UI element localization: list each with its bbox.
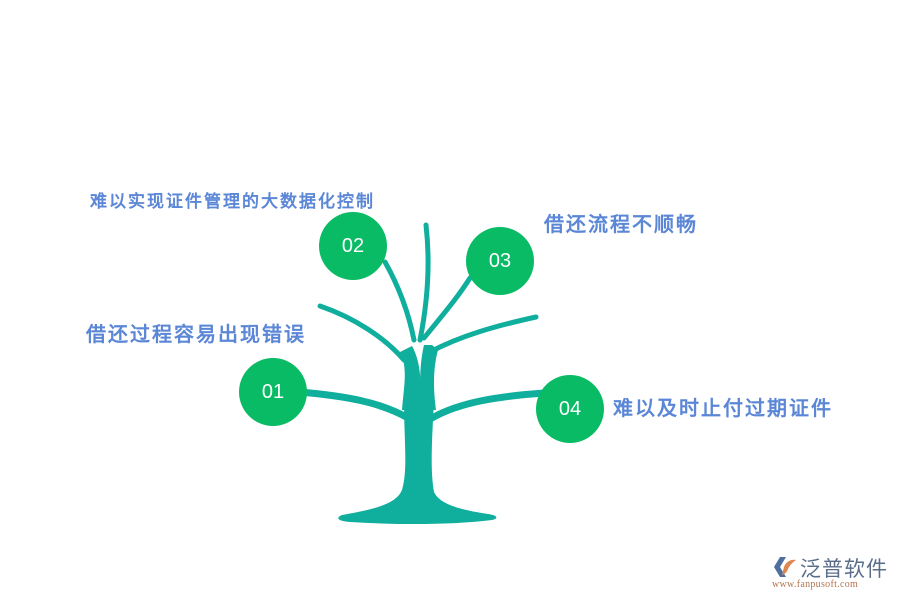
- logo-mark-icon: [774, 557, 796, 577]
- node-01-label: 借还过程容易出现错误: [86, 322, 306, 346]
- logo-name: 泛普软件: [800, 557, 888, 581]
- logo-url: www.fanpusoft.com: [772, 579, 859, 590]
- node-01-circle: 01: [239, 358, 307, 426]
- node-03-label: 借还流程不顺畅: [544, 212, 698, 236]
- node-02-number: 02: [341, 234, 365, 257]
- node-04-label: 难以及时止付过期证件: [613, 396, 833, 420]
- node-02-label: 难以实现证件管理的大数据化控制: [90, 192, 375, 212]
- fanpu-logo: 泛普软件 www.fanpusoft.com: [770, 553, 896, 593]
- node-03-number: 03: [488, 249, 512, 272]
- node-02-circle: 02: [319, 212, 387, 280]
- node-04-number: 04: [558, 397, 582, 420]
- node-01-number: 01: [261, 380, 285, 403]
- tree-shape: [338, 345, 497, 525]
- node-03-circle: 03: [466, 227, 534, 295]
- node-04-circle: 04: [536, 375, 604, 443]
- tree-branches: [296, 222, 549, 422]
